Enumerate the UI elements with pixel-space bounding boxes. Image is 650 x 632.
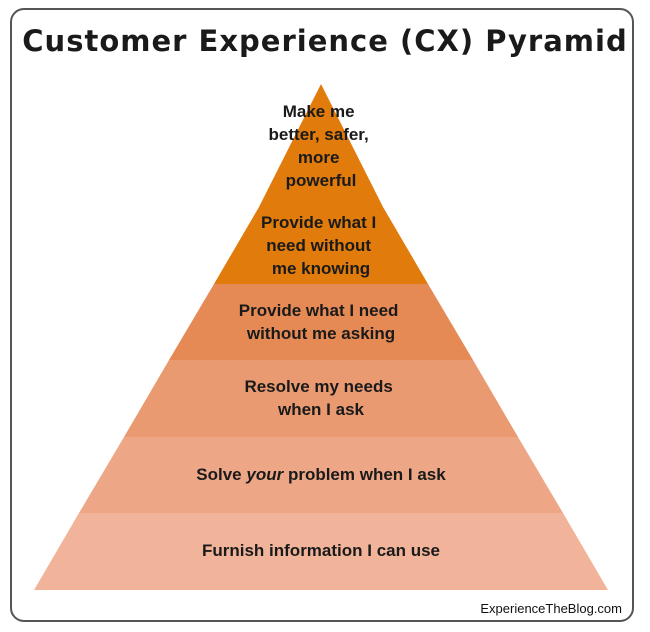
tier-2: Provide what I need without me knowing — [214, 207, 428, 284]
tier-4-shape — [124, 360, 518, 437]
tier-2-label: Provide what I need without me knowing — [261, 213, 381, 278]
tier-2-shape — [214, 207, 428, 284]
tier-5: Solve your problem when I ask — [79, 437, 563, 513]
tier-6-shape — [34, 513, 608, 590]
tier-6-label: Furnish information I can use — [202, 541, 440, 560]
tier-3-label: Provide what I need without me asking — [239, 301, 403, 343]
tier-1: Make me better, safer, more powerful — [259, 84, 383, 207]
tier-5-shape — [79, 437, 563, 513]
diagram-title: Customer Experience (CX) Pyramid — [22, 24, 628, 58]
tier-3-shape — [169, 284, 473, 360]
tier-4: Resolve my needs when I ask — [124, 360, 518, 437]
tier-4-label: Resolve my needs when I ask — [244, 377, 397, 419]
tier-1-label: Make me better, safer, more powerful — [269, 102, 374, 190]
tier-3: Provide what I need without me asking — [169, 284, 473, 360]
source-credit: ExperienceTheBlog.com — [480, 601, 622, 616]
tier-5-label: Solve your problem when I ask — [196, 465, 446, 484]
tier-6: Furnish information I can use — [34, 513, 608, 590]
tier-1-shape — [259, 84, 383, 207]
